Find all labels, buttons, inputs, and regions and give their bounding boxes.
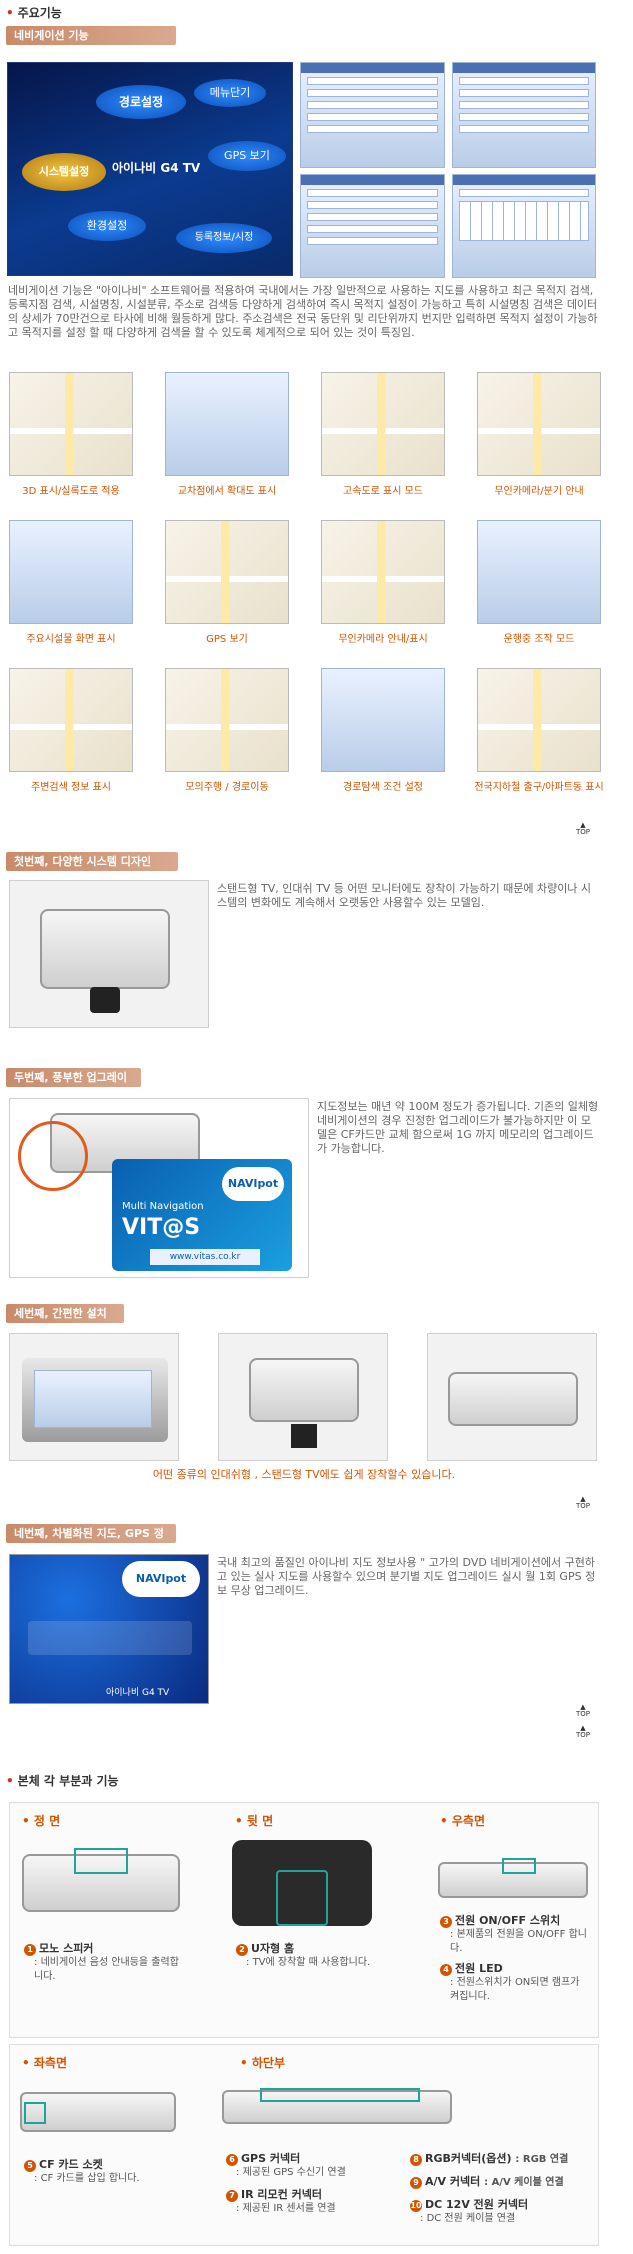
feature-thumbnail [9,520,133,624]
design-description: 스탠드형 TV, 인대쉬 TV 등 어떤 모니터에도 장착이 가능하기 때문에 … [217,882,592,909]
left-head: • 좌측면 [22,2056,67,2070]
feature-thumbnail [9,372,133,476]
feature-thumbnail [321,372,445,476]
section-tab-install: 세번째, 간편한 설치 [6,1304,124,1323]
map-gps-description: 국내 최고의 품질인 아이나비 지도 정보사용 " 고가의 DVD 네비게이션에… [217,1556,596,1597]
bottom-head: • 하단부 [240,2056,285,2070]
back-device [232,1840,372,1926]
feature-thumbnail [165,520,289,624]
card-url: www.vitas.co.kr [150,1249,260,1265]
feature-caption: 교차점에서 확대도 표시 [177,486,277,497]
device-stand-photo [9,880,209,1028]
upgrade-description: 지도정보는 매년 약 100M 정도가 증가됩니다. 기존의 일체형 네비게이션… [317,1100,599,1155]
screenshot-keyboard [452,174,596,278]
install-photo-module [427,1333,597,1461]
feature-caption: 주변검색 정보 표시 [31,782,111,793]
menu-close: 메뉴단기 [194,79,266,107]
install-photo-indash [9,1333,179,1461]
feature-caption: 경로탐색 조건 설정 [343,782,423,793]
feature-caption: 3D 표시/실록도로 적용 [22,486,120,497]
inavi-logo: 아이나비 G4 TV [112,161,201,175]
top-link[interactable]: ▲TOP [575,1495,590,1511]
menu-registration: 등록정보/시정 [176,223,272,253]
front-device [22,1848,180,1912]
feature-caption: 운행중 조작 모드 [503,634,575,645]
feature-thumbnail [9,668,133,772]
top-link[interactable]: ▲TOP [575,821,590,837]
splash-logo: 아이나비 G4 TV [106,1688,170,1698]
feature-thumbnail [165,668,289,772]
install-photo-stand [218,1333,388,1461]
splash-brand: NAVIpot [122,1561,200,1597]
feature-caption: 무인카메라 안내/표시 [338,634,428,645]
feature-thumbnail [477,520,601,624]
parts-box-bottom [9,2044,599,2246]
menu-system-setting: 시스템설정 [22,153,106,191]
front-head: • 정 면 [22,1814,61,1828]
feature-caption: 주요시설물 화면 표시 [26,634,116,645]
feature-thumbnail [477,372,601,476]
menu-environment: 환경설정 [68,211,146,241]
cf-card-photo: NAVIpot Multi Navigation VIT@S www.vitas… [9,1098,309,1278]
card-brand: NAVIpot [222,1167,284,1201]
back-head: • 뒷 면 [235,1814,274,1828]
top-link[interactable]: ▲TOP [575,1703,590,1719]
feature-thumbnail [477,668,601,772]
feature-caption: 고속도로 표시 모드 [343,486,423,497]
feature-caption: 전국지하철 출구/아파트동 표시 [474,782,604,793]
section-tab-design: 첫번째, 다양한 시스템 디자인 [6,852,178,871]
feature-thumbnail [321,668,445,772]
card-title: Multi Navigation [122,1201,204,1212]
menu-route-setting: 경로설정 [96,85,186,119]
section-tab-navigation: 네비게이션 기능 [6,26,176,45]
feature-thumbnail [165,372,289,476]
screenshot-search-3 [300,174,445,278]
feature-caption: 모의주행 / 경로이동 [185,782,269,793]
section-tab-upgrade: 두번째, 풍부한 업그레이드 [6,1068,141,1103]
card-logo: VIT@S [122,1215,201,1240]
inavi-splash-image: NAVIpot 아이나비 G4 TV [9,1554,209,1704]
feature-caption: 무인카메라/분기 안내 [494,486,584,497]
screenshot-search-1 [300,62,445,168]
feature-caption: GPS 보기 [206,634,248,645]
menu-gps-view: GPS 보기 [208,141,286,171]
install-caption: 어떤 종류의 인대쉬형 , 스탠드형 TV에도 쉽게 장착할수 있습니다. [152,1468,456,1481]
bottom-device [222,2088,452,2124]
feature-thumbnail [321,520,445,624]
parts-title: •본체 각 부분과 기능 [6,1774,119,1788]
cf-card: NAVIpot Multi Navigation VIT@S www.vitas… [112,1159,292,1271]
screenshot-search-2 [452,62,596,168]
navigation-description: 네비게이션 기능은 "아이나비" 소프트웨어를 적용하여 국내에서는 가장 일반… [8,284,598,339]
navigation-menu-image: 경로설정 메뉴단기 시스템설정 아이나비 G4 TV GPS 보기 환경설정 등… [7,62,293,276]
top-link[interactable]: ▲TOP [575,1724,590,1740]
section-tab-map-gps: 네번째, 차별화된 지도, GPS 정보 [6,1524,176,1559]
page-title: •주요기능 [6,6,62,20]
right-head: • 우측면 [440,1814,485,1828]
left-device [20,2092,176,2132]
right-device [438,1858,588,1898]
